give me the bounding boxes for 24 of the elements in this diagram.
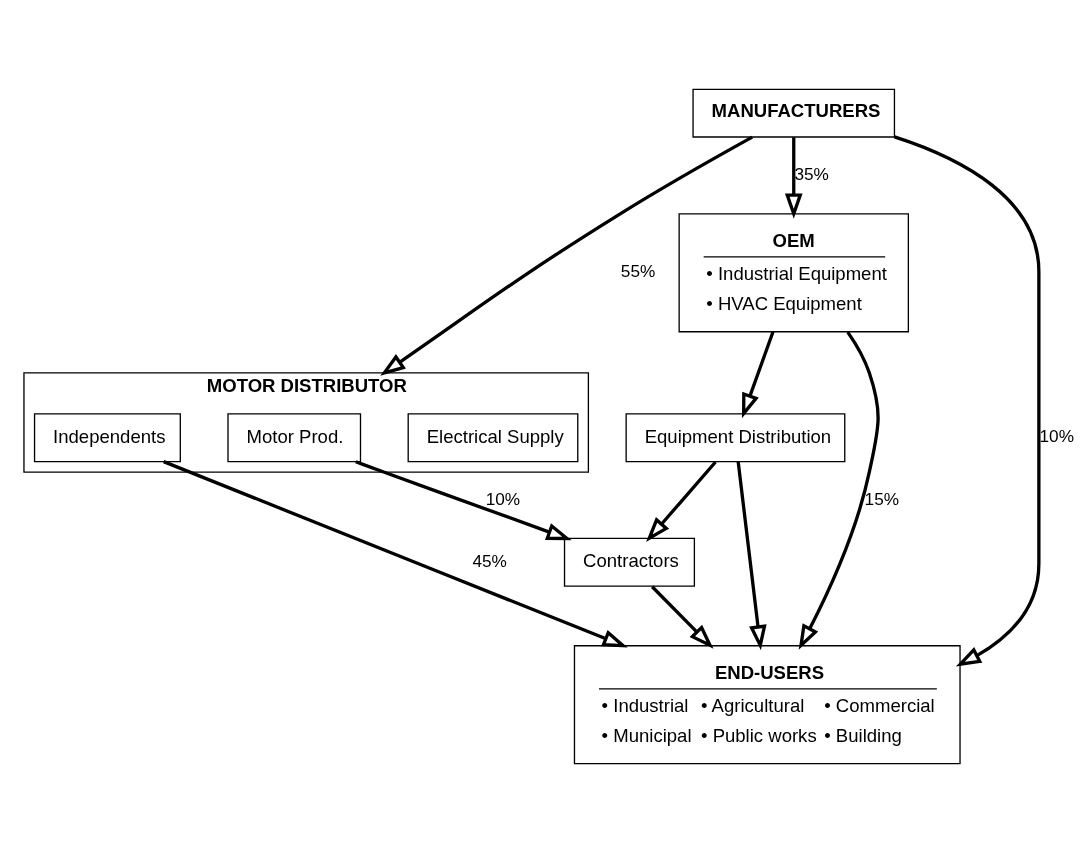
node-box: MANUFACTURERS xyxy=(692,88,896,138)
arrow xyxy=(646,460,717,542)
edge-label: 45% xyxy=(472,550,507,571)
edge-label: 55% xyxy=(620,260,656,281)
node-box: Independents xyxy=(33,412,181,462)
arrow xyxy=(798,330,880,650)
edge-label: 35% xyxy=(794,163,829,184)
arrow xyxy=(355,459,572,540)
edge-label: 10% xyxy=(485,488,521,509)
arrow xyxy=(651,585,714,649)
node-box: END-USERS • Industrial • Agricultural • Commercial • Municipal • Public works • Building xyxy=(573,644,961,764)
arrow xyxy=(380,135,754,376)
node-box: OEM • Industrial Equipment • HVAC Equipment xyxy=(678,212,909,332)
node-box: Contractors xyxy=(563,537,696,587)
edge-label: 15% xyxy=(864,488,900,509)
arrow xyxy=(736,460,767,650)
arrow xyxy=(741,330,775,418)
arrow xyxy=(163,459,628,647)
edge-label: 10% xyxy=(1039,425,1074,446)
node-box: Equipment Distribution xyxy=(625,412,846,462)
node-box: Motor Prod. xyxy=(227,412,362,462)
node-box: Electrical Supply xyxy=(407,412,579,462)
arrow xyxy=(894,134,1041,666)
arrow xyxy=(784,136,803,219)
